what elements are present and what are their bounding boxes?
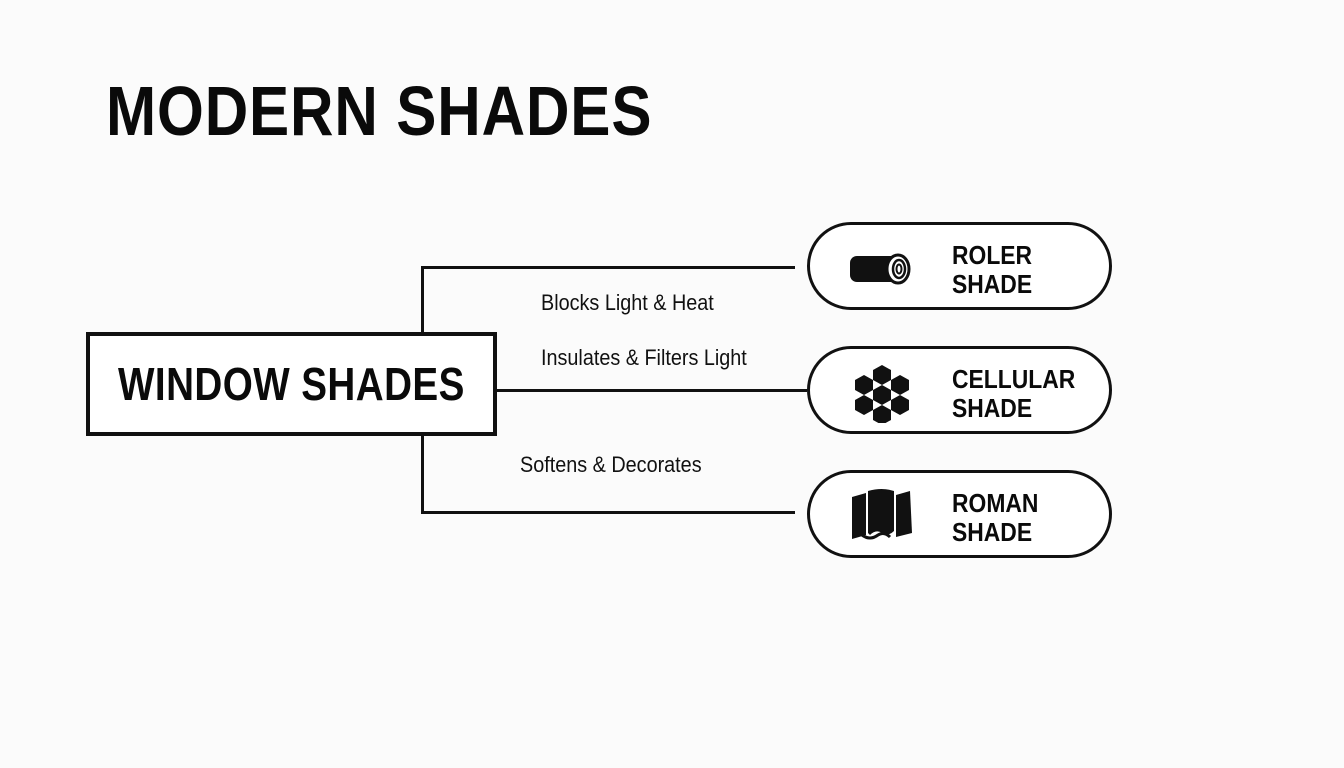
node-roller-shade: ROLER SHADE [807,222,1112,310]
center-node-label: WINDOW SHADES [118,358,465,410]
honeycomb-icon [855,365,909,423]
node-roman-shade: ROMAN SHADE [807,470,1112,558]
node-label: ROLER SHADE [952,240,1033,299]
edge-label-roman: Softens & Decorates [520,452,702,477]
edge-label-cellular: Insulates & Filters Light [541,345,747,370]
connector-top [421,266,795,269]
connector-middle [489,389,807,392]
page-title: MODERN SHADES [106,72,653,150]
connector-bottom [421,511,795,514]
roller-icon [850,253,911,285]
node-cellular-shade: CELLULAR SHADE [807,346,1112,434]
fabric-drape-icon [852,489,912,540]
center-node-window-shades: WINDOW SHADES [86,332,497,436]
node-label: ROMAN SHADE [952,488,1039,547]
edge-label-roller: Blocks Light & Heat [541,290,714,315]
node-label: CELLULAR SHADE [952,364,1076,423]
